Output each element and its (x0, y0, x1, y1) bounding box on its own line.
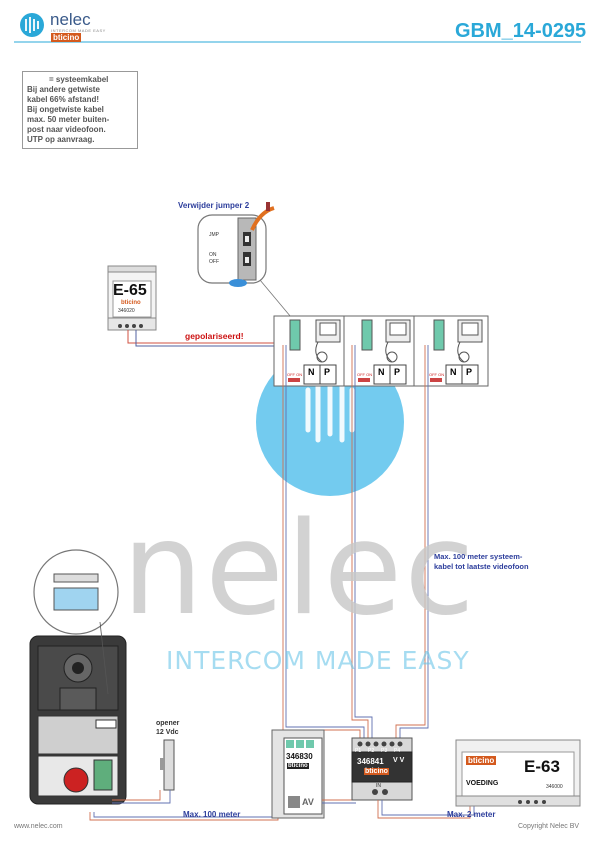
e65-power-supply (107, 265, 157, 331)
opener-label: opener (156, 720, 180, 727)
e63-brand: bticino (466, 756, 497, 765)
e65-code: 346020 (118, 308, 135, 314)
polarized-cable (127, 330, 283, 344)
module-346841-brand: bticino (364, 768, 389, 775)
jumper-off: OFF (209, 259, 219, 265)
vp3-p: P (466, 367, 473, 377)
vp2-p: P (394, 367, 401, 377)
vp3-n: N (450, 367, 457, 377)
module-346841-p3: P3 (381, 748, 388, 754)
e63-code: 346000 (546, 784, 563, 790)
videophone-3 (413, 315, 489, 387)
vp2-offon: OFF ON (357, 372, 373, 377)
note-line: UTP op aanvraag. (27, 135, 95, 144)
nelec-logo-icon (20, 13, 44, 37)
note-line: Bij ongetwiste kabel (27, 105, 104, 114)
legend-label: = systeemkabel (49, 75, 109, 84)
module-346841-bus: IN (376, 783, 381, 789)
jumper-detail (197, 202, 275, 287)
watermark-logo-mark (305, 377, 355, 443)
note-line: post naar videofoon. (27, 125, 106, 134)
e63-name: E-63 (524, 757, 560, 776)
vp3-offon: OFF ON (429, 372, 445, 377)
e65-brand: bticino (121, 300, 141, 306)
outdoor-station-detail (33, 549, 119, 635)
vp1-offon: OFF ON (287, 372, 303, 377)
vp1-p: P (324, 367, 331, 377)
max-system-label: Max. 100 meter systeem- kabel tot laatst… (434, 552, 529, 572)
module-346841-p1: P1 (355, 748, 362, 754)
brand-tagline: INTERCOM MADE EASY (51, 28, 106, 33)
max-system-line-1: Max. 100 meter systeem- (434, 552, 523, 561)
note-line: max. 50 meter buiten- (27, 115, 110, 124)
jumper-jmp: JMP (209, 232, 219, 238)
door-opener (160, 739, 175, 791)
note-line: kabel 66% afstand! (27, 95, 100, 104)
vp2-n: N (378, 367, 385, 377)
max-100-label: Max. 100 meter (183, 810, 241, 819)
module-346830-brand: bticino (287, 763, 309, 769)
e63-voeding: VOEDING (466, 780, 499, 787)
module-346841-p2: P2 (368, 748, 375, 754)
outdoor-station (29, 635, 127, 805)
module-346830-code: 346830 (286, 752, 313, 761)
vp1-n: N (308, 367, 315, 377)
note-line: Bij andere getwiste (27, 85, 100, 94)
document-id: GBM_14-0295 (455, 20, 587, 42)
module-346841-vv: V V (393, 757, 405, 764)
max-2-label: Max. 2 meter (447, 810, 496, 819)
videophone-2 (343, 315, 415, 387)
brand-name: nelec (50, 10, 91, 29)
max-system-line-2: kabel tot laatste videofoon (434, 562, 529, 571)
module-346830-av: AV (302, 797, 314, 807)
e63-power-supply (455, 739, 581, 807)
watermark-tagline: INTERCOM MADE EASY (166, 646, 470, 675)
footer-copyright: Copyright Nelec BV (518, 823, 580, 830)
jumper-label: Verwijder jumper 2 (178, 201, 250, 210)
sub-brand: bticino (51, 33, 82, 42)
polarized-label: gepolariseerd! (185, 331, 244, 341)
module-346841-code: 346841 (357, 757, 384, 766)
module-346830 (271, 729, 325, 819)
cable-note: = systeemkabel Bij andere getwiste kabel… (22, 71, 138, 149)
e65-name: E-65 (113, 282, 147, 299)
watermark-word: nelec (122, 495, 477, 644)
opener-voltage: 12 Vdc (156, 729, 179, 736)
jumper-on: ON (209, 252, 217, 258)
footer-website[interactable]: www.nelec.com (14, 823, 63, 830)
module-346841-p4: P4 (394, 748, 401, 754)
